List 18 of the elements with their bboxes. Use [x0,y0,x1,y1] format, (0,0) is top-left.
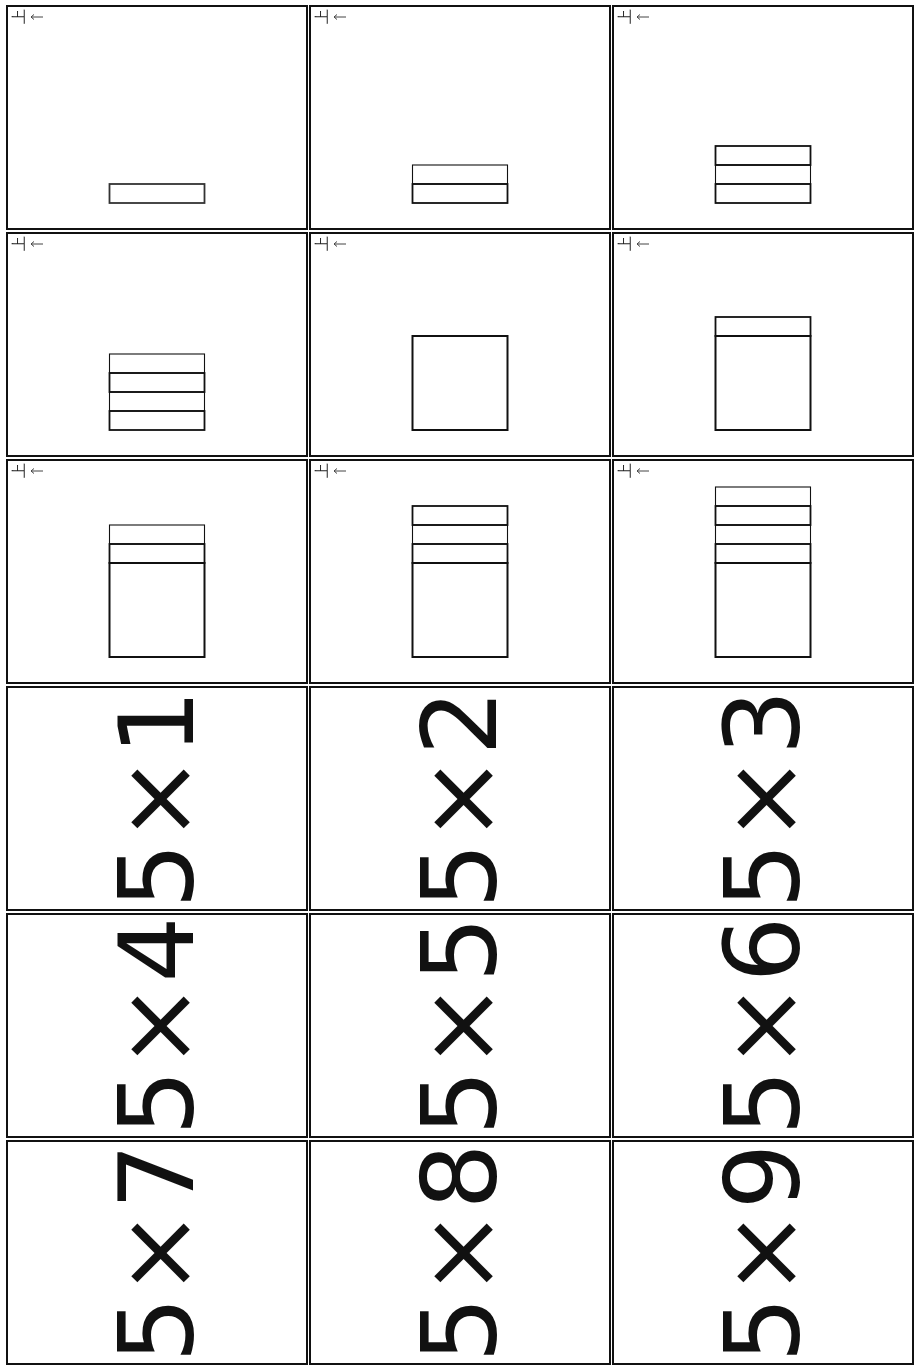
multiplication-expression: 5×5 [408,915,512,1136]
orientation-label: 上 [618,236,633,251]
multiplication-expression: 5×6 [711,915,815,1136]
orientation-label: 上 [618,9,633,24]
multiplication-expression: 5×3 [711,688,815,909]
multiplication-expression: 5×4 [105,915,209,1136]
multiplication-expression: 5×2 [408,688,512,909]
multiplication-expression: 5×8 [408,1142,512,1363]
orientation-label: 上 [12,236,27,251]
orientation-label: 上 [315,9,330,24]
orientation-label: 上 [618,463,633,478]
multiplication-expression: 5×7 [105,1142,209,1363]
orientation-label: 上 [315,236,330,251]
orientation-label: 上 [12,463,27,478]
multiplication-expression: 5×1 [105,688,209,909]
orientation-label: 上 [315,463,330,478]
orientation-label: 上 [12,9,27,24]
multiplication-expression: 5×9 [711,1142,815,1363]
